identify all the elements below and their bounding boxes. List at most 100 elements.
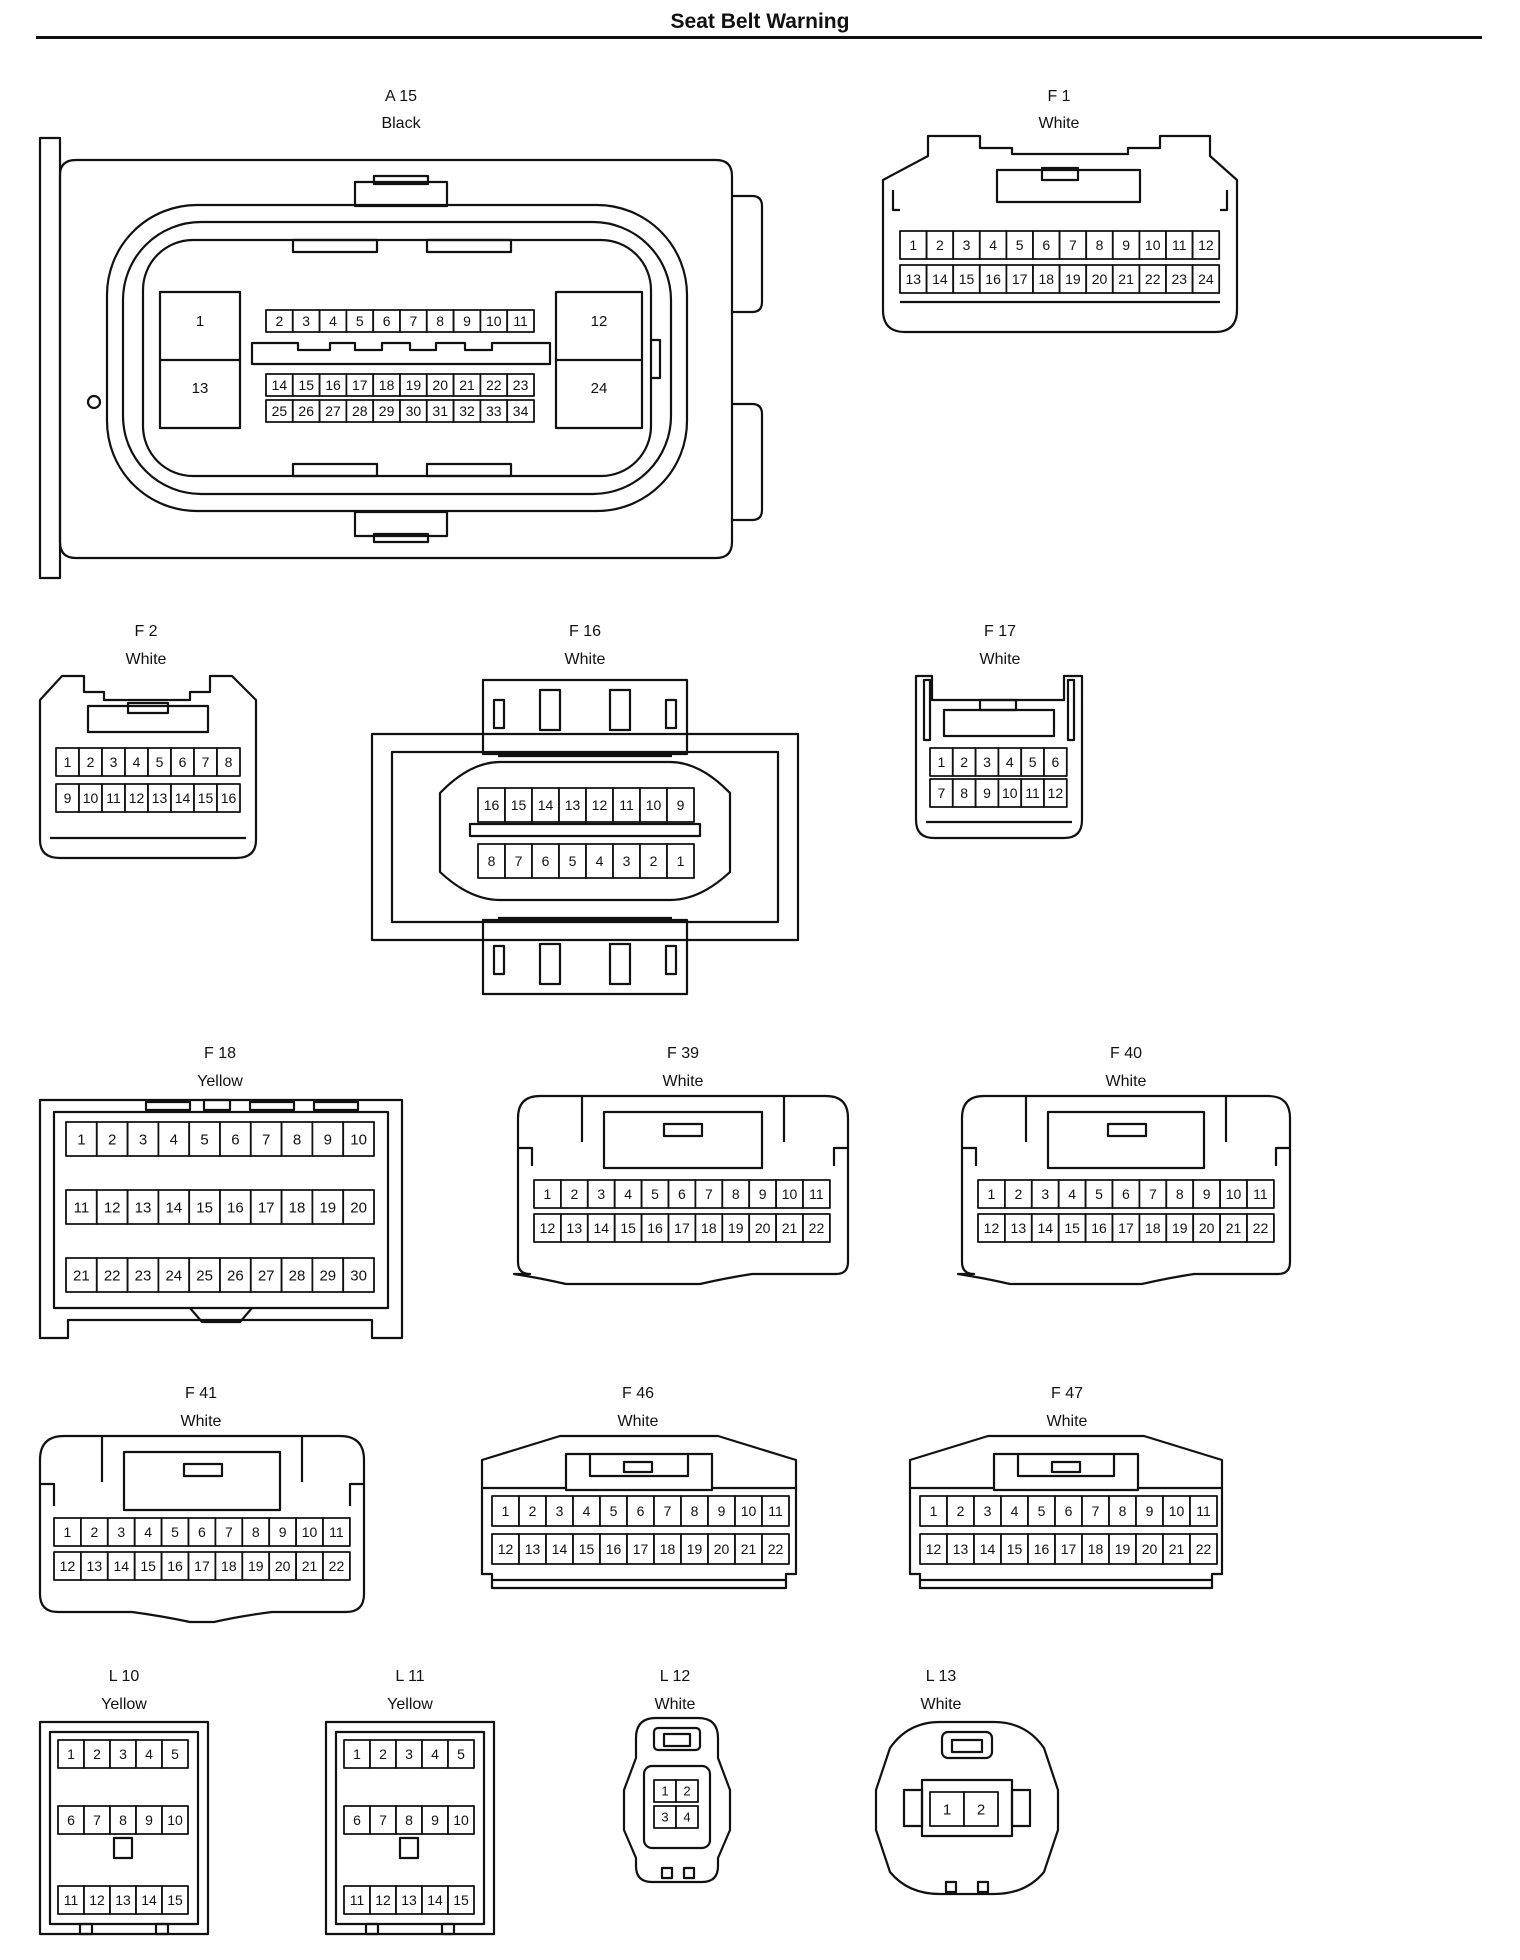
pin-l11-5: 5 [447, 1739, 475, 1769]
svg-text:10: 10 [167, 1812, 183, 1828]
connector-f46-housing [480, 1434, 798, 1590]
pin-f46-8: 8 [680, 1495, 709, 1527]
connector-f1-color: White [1038, 115, 1080, 132]
svg-text:4: 4 [583, 1503, 591, 1519]
svg-text:12: 12 [498, 1541, 514, 1557]
pin-l10-11: 11 [57, 1885, 85, 1915]
pin-f39-6: 6 [667, 1179, 697, 1209]
svg-text:15: 15 [579, 1541, 595, 1557]
pin-l11-15: 15 [447, 1885, 475, 1915]
pin-f41-1: 1 [53, 1517, 82, 1547]
svg-text:19: 19 [248, 1558, 264, 1574]
pin-f17-10: 10 [997, 778, 1023, 808]
pin-f1-2: 2 [925, 230, 955, 260]
pin-l10-12: 12 [83, 1885, 111, 1915]
pin-f16-14: 14 [531, 787, 560, 823]
svg-text:27: 27 [325, 403, 341, 419]
svg-text:15: 15 [140, 1558, 156, 1574]
pin-f1-24: 24 [1191, 264, 1221, 294]
pin-f47-11: 11 [1189, 1495, 1218, 1527]
pin-a15-17: 17 [345, 373, 375, 397]
svg-text:31: 31 [432, 403, 448, 419]
svg-text:6: 6 [231, 1131, 239, 1148]
svg-text:8: 8 [436, 313, 444, 329]
pin-f46-6: 6 [626, 1495, 655, 1527]
pin-f18-21: 21 [65, 1257, 98, 1293]
connector-f1-id: F 1 [1047, 88, 1071, 105]
svg-text:1: 1 [67, 1746, 75, 1762]
svg-text:25: 25 [272, 403, 288, 419]
pin-f18-24: 24 [157, 1257, 191, 1293]
svg-text:12: 12 [129, 790, 145, 806]
svg-text:14: 14 [593, 1220, 609, 1236]
pin-l11-1: 1 [343, 1739, 371, 1769]
pin-a15-19: 19 [399, 373, 428, 397]
svg-text:8: 8 [1096, 237, 1104, 253]
connector-f18-id: F 18 [203, 1045, 236, 1062]
pin-l11-7: 7 [369, 1805, 397, 1835]
pin-f39-21: 21 [775, 1213, 804, 1243]
pin-f17-12: 12 [1043, 778, 1068, 808]
pin-f16-11: 11 [612, 787, 641, 823]
svg-text:17: 17 [1061, 1541, 1077, 1557]
svg-text:12: 12 [540, 1220, 556, 1236]
pin-f46-11: 11 [761, 1495, 790, 1527]
pin-f47-2: 2 [946, 1495, 975, 1527]
pin-f18-10: 10 [342, 1121, 375, 1157]
pin-f41-7: 7 [214, 1517, 244, 1547]
pin-f39-2: 2 [560, 1179, 589, 1209]
pin-a15-1: 1 [196, 313, 204, 330]
svg-text:11: 11 [74, 1199, 90, 1216]
svg-text:11: 11 [106, 790, 121, 806]
pin-a15-5: 5 [345, 309, 375, 333]
svg-text:6: 6 [1065, 1503, 1073, 1519]
svg-text:28: 28 [352, 403, 368, 419]
svg-text:5: 5 [457, 1746, 465, 1762]
connector-l12-housing [622, 1716, 732, 1884]
svg-text:2: 2 [276, 313, 284, 329]
svg-text:10: 10 [1002, 785, 1018, 801]
pin-a15-18: 18 [372, 373, 401, 397]
svg-text:15: 15 [1064, 1220, 1080, 1236]
pin-l11-10: 10 [447, 1805, 475, 1835]
svg-text:3: 3 [983, 754, 991, 770]
svg-text:6: 6 [353, 1812, 361, 1828]
svg-text:17: 17 [352, 377, 368, 393]
pin-f46-7: 7 [653, 1495, 682, 1527]
pin-f46-5: 5 [599, 1495, 628, 1527]
svg-text:6: 6 [383, 313, 391, 329]
pin-f39-11: 11 [802, 1179, 831, 1209]
svg-text:22: 22 [768, 1541, 784, 1557]
pin-a15-21: 21 [452, 373, 482, 397]
svg-text:13: 13 [567, 1220, 583, 1236]
pin-f46-22: 22 [761, 1533, 790, 1565]
svg-text:15: 15 [167, 1892, 183, 1908]
pin-a15-4: 4 [318, 309, 348, 333]
pin-f18-6: 6 [219, 1121, 252, 1157]
svg-text:9: 9 [279, 1524, 287, 1540]
svg-text:15: 15 [620, 1220, 636, 1236]
pin-f17-1: 1 [929, 747, 954, 777]
pin-f46-9: 9 [707, 1495, 736, 1527]
svg-text:17: 17 [1118, 1220, 1134, 1236]
pin-f39-18: 18 [694, 1213, 724, 1243]
pin-f1-22: 22 [1138, 264, 1167, 294]
pin-l11-2: 2 [369, 1739, 397, 1769]
svg-text:7: 7 [1092, 1503, 1100, 1519]
pin-f16-4: 4 [585, 843, 614, 879]
pin-l13-1: 1 [929, 1791, 965, 1827]
pin-a15-10: 10 [479, 309, 509, 333]
svg-text:20: 20 [432, 377, 448, 393]
svg-text:16: 16 [647, 1220, 663, 1236]
svg-text:7: 7 [515, 853, 523, 869]
svg-text:24: 24 [165, 1267, 182, 1284]
svg-text:19: 19 [1065, 271, 1081, 287]
pin-f47-8: 8 [1108, 1495, 1137, 1527]
svg-text:6: 6 [1052, 754, 1060, 770]
svg-text:4: 4 [596, 853, 604, 869]
pin-f41-22: 22 [322, 1551, 351, 1581]
svg-text:12: 12 [1048, 785, 1064, 801]
connector-f2-housing [38, 674, 258, 860]
svg-text:13: 13 [906, 271, 922, 287]
pin-f40-8: 8 [1165, 1179, 1195, 1209]
